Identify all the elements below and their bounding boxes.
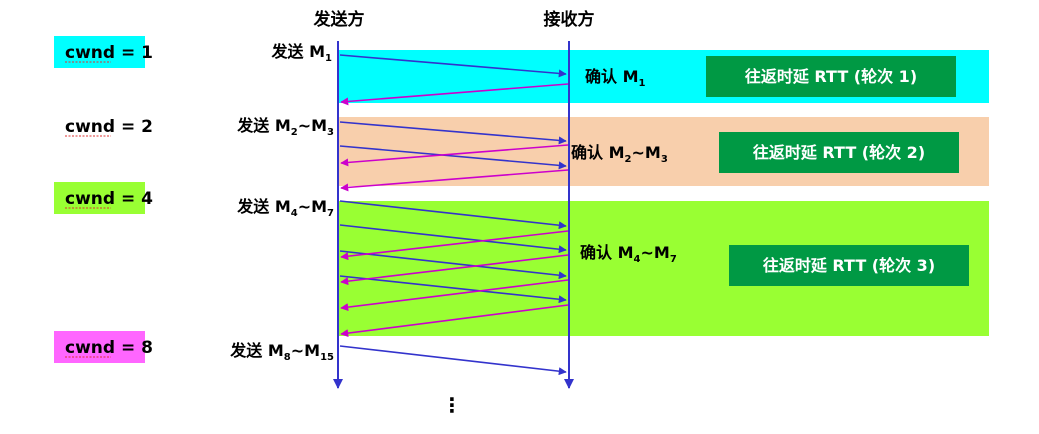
data-arrow-m5 bbox=[339, 224, 567, 254]
data-arrow-m3 bbox=[339, 145, 567, 170]
ack-arrows bbox=[340, 83, 569, 338]
svg-text:cwnd = 1: cwnd = 1 bbox=[65, 43, 153, 63]
cwnd-label-4: cwnd = 8 bbox=[65, 338, 153, 358]
cwnd-label-1: cwnd = 1 bbox=[65, 43, 153, 63]
send-label-1: 发送 M1 bbox=[271, 42, 333, 64]
ack-arrow-5 bbox=[340, 254, 569, 286]
data-arrow-m1 bbox=[339, 54, 567, 78]
cwnd-box-3 bbox=[54, 182, 145, 214]
cwnd-label-3: cwnd = 4 bbox=[65, 189, 153, 209]
ack-arrow-3 bbox=[340, 169, 569, 192]
ack-label-3: 确认 M4~M7 bbox=[580, 243, 677, 265]
ack-arrow-7 bbox=[340, 304, 569, 338]
data-arrow-m7 bbox=[339, 275, 567, 304]
rtt-box-1 bbox=[706, 56, 956, 97]
data-arrow-m8 bbox=[339, 345, 567, 376]
svg-text:cwnd = 2: cwnd = 2 bbox=[65, 117, 153, 137]
receiver-header: 接收方 bbox=[544, 9, 595, 30]
rtt-label-3: 往返时延 RTT (轮次 3) bbox=[763, 256, 935, 275]
data-arrow-m2 bbox=[339, 121, 567, 145]
ack-arrow-6 bbox=[340, 279, 569, 312]
ack-arrow-4 bbox=[340, 230, 569, 261]
send-label-3: 发送 M4~M7 bbox=[236, 197, 334, 219]
data-arrow-m6 bbox=[339, 250, 567, 280]
cwnd-box-4 bbox=[54, 331, 145, 363]
ack-label-2: 确认 M2~M3 bbox=[571, 143, 668, 165]
ack-arrow-1 bbox=[340, 83, 569, 106]
sender-header: 发送方 bbox=[313, 9, 365, 30]
rtt-box-3 bbox=[729, 245, 969, 286]
cwnd-label-2: cwnd = 2 bbox=[65, 117, 153, 137]
data-segment-arrows bbox=[339, 54, 567, 376]
data-arrow-m4 bbox=[339, 200, 567, 230]
rtt-label-2: 往返时延 RTT (轮次 2) bbox=[753, 143, 925, 162]
send-label-4: 发送 M8~M15 bbox=[229, 341, 334, 363]
svg-text:cwnd = 4: cwnd = 4 bbox=[65, 189, 153, 209]
ack-label-1: 确认 M1 bbox=[585, 67, 646, 89]
rtt-box-2 bbox=[719, 132, 959, 173]
cwnd-box-1 bbox=[54, 36, 145, 68]
send-label-2: 发送 M2~M3 bbox=[236, 116, 334, 138]
svg-text:cwnd = 8: cwnd = 8 bbox=[65, 338, 153, 358]
continuation-ellipsis: ⋮ bbox=[442, 393, 462, 417]
cwnd-box-2 bbox=[54, 110, 145, 142]
rtt-label-1: 往返时延 RTT (轮次 1) bbox=[745, 67, 917, 86]
ack-arrow-2 bbox=[340, 144, 569, 167]
